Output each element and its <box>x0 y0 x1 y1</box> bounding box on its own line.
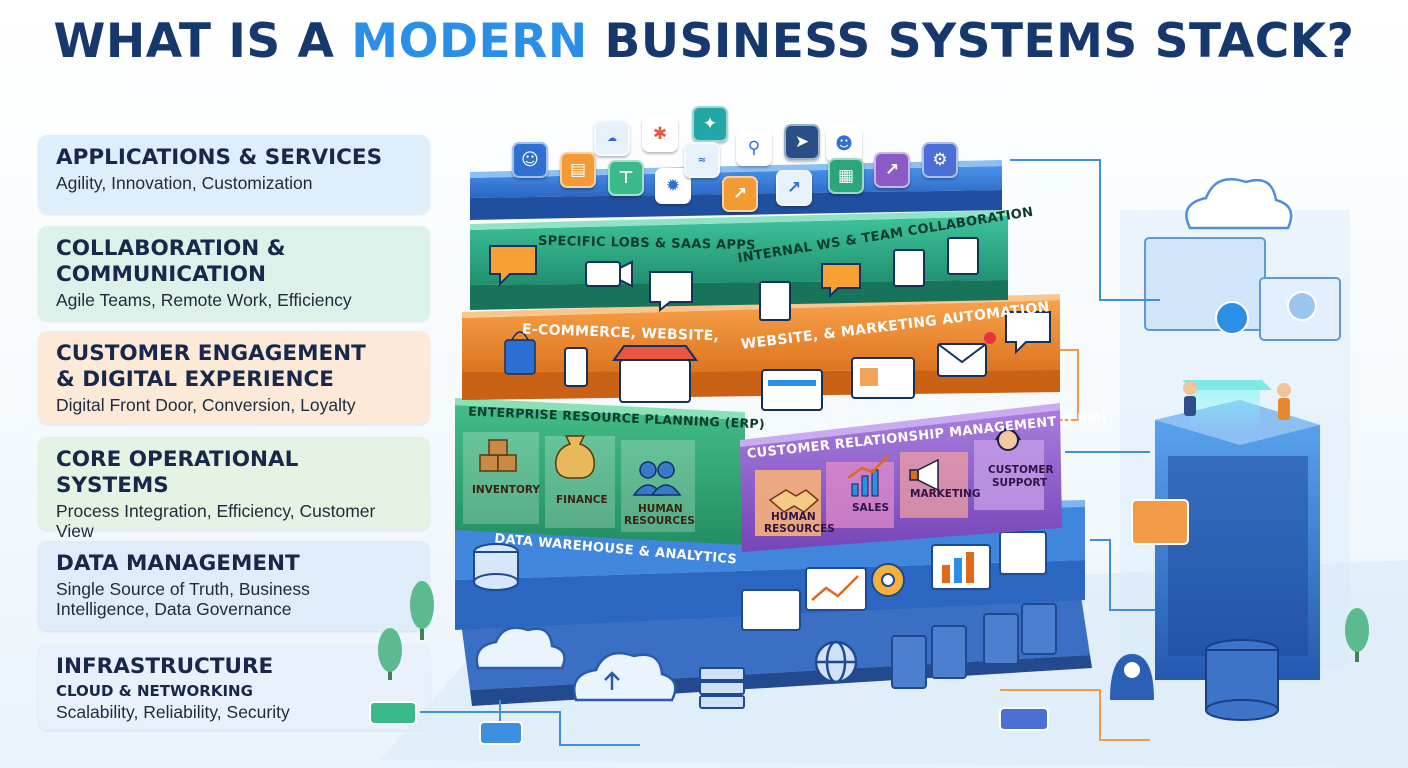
panel-data-management: DATA MANAGEMENT Single Source of Truth, … <box>38 541 430 631</box>
video-camera-icon <box>585 260 633 288</box>
panel-heading: CORE OPERATIONAL <box>56 447 299 472</box>
cloud-icon <box>1185 178 1293 230</box>
sales-chart-icon <box>847 455 889 497</box>
panel-heading: APPLICATIONS & SERVICES <box>56 145 383 170</box>
gear-icon: ⚙ <box>922 142 958 178</box>
salesforce-icon: ☁ <box>594 120 630 156</box>
chat-bubble-icon <box>1005 311 1051 355</box>
cloud-icon <box>475 626 566 670</box>
tree-icon <box>378 581 1369 680</box>
tower-glow <box>1182 380 1272 430</box>
boxes-icon <box>479 439 517 472</box>
panel-description: Process Integration, Efficiency, Custome… <box>56 501 376 541</box>
network-icon: ✦ <box>692 106 728 142</box>
megaphone-icon <box>909 458 939 492</box>
panel-heading-line-2: COMMUNICATION <box>56 262 266 287</box>
notification-dot <box>984 332 996 344</box>
wave-icon: ≈ <box>684 142 720 178</box>
chat-icon <box>489 245 537 287</box>
crm-cell-marketing: MARKETING <box>910 488 981 500</box>
support-icon: ⚲ <box>736 130 772 166</box>
person-icon <box>1183 381 1291 420</box>
gear-icon <box>871 563 905 597</box>
crm-cell-customer: CUSTOMER <box>988 464 1054 476</box>
website-icon <box>761 357 915 411</box>
panel-heading-line-2: SYSTEMS <box>56 473 169 498</box>
panel-customer-engagement: CUSTOMER ENGAGEMENT & DIGITAL EXPERIENCE… <box>38 331 430 424</box>
megaphone-icon: ➤ <box>784 124 820 160</box>
tool-icon: ⊤ <box>608 160 644 196</box>
panel-applications-services: APPLICATIONS & SERVICES Agility, Innovat… <box>38 135 430 214</box>
erp-cell-inventory: INVENTORY <box>472 484 540 496</box>
crm-cell-human: HUMAN <box>771 511 816 523</box>
panel-description: Agility, Innovation, Customization <box>56 173 313 193</box>
network-node-icon <box>369 701 1049 745</box>
mobile-icon <box>564 347 588 387</box>
headset-icon <box>995 428 1021 451</box>
handshake-icon <box>768 489 820 513</box>
team-icon: ☻ <box>826 126 862 162</box>
erp-cell-finance: FINANCE <box>556 494 608 506</box>
title-part-1: WHAT IS A <box>53 14 352 69</box>
panel-heading: CUSTOMER ENGAGEMENT <box>56 341 366 366</box>
document-icon <box>759 237 979 321</box>
panel-description-line-2: Intelligence, Data Governance <box>56 599 292 619</box>
panel-heading: INFRASTRUCTURE <box>56 654 274 679</box>
people-icon <box>632 461 682 496</box>
chat-bubbles-icon <box>821 263 861 299</box>
globe-icon <box>814 640 858 684</box>
panel-heading: DATA MANAGEMENT <box>56 551 300 576</box>
message-icon <box>649 271 693 313</box>
panel-heading: COLLABORATION & <box>56 236 286 261</box>
user-node-icon <box>1215 291 1317 335</box>
panel-description: Agile Teams, Remote Work, Efficiency <box>56 290 352 310</box>
server-tower-icon <box>891 603 1057 689</box>
envelope-icon <box>937 343 987 377</box>
users-icon: ☺ <box>512 142 548 178</box>
panel-description-line-1: Single Source of Truth, Business <box>56 579 310 599</box>
user-pin-icon <box>1110 654 1154 700</box>
growth-chart-icon: ↗ <box>874 152 910 188</box>
calendar-icon: ▦ <box>828 158 864 194</box>
trend-icon: ↗ <box>776 170 812 206</box>
panel-core-operational-systems: CORE OPERATIONAL SYSTEMS Process Integra… <box>38 437 430 541</box>
chart-icon: ▤ <box>560 152 596 188</box>
analytics-dashboard-icon <box>741 531 1047 631</box>
title-part-2: BUSINESS SYSTEMS STACK? <box>587 14 1355 69</box>
erp-layer <box>455 398 745 545</box>
crm-cell-support: SUPPORT <box>992 477 1048 489</box>
crm-layer <box>740 403 1062 552</box>
panel-description: Scalability, Reliability, Security <box>56 702 290 722</box>
data-tower <box>1155 400 1320 680</box>
crm-cell-resources: RESOURCES <box>764 523 835 535</box>
panel-description: Digital Front Door, Conversion, Loyalty <box>56 395 356 415</box>
money-bag-icon <box>555 435 595 479</box>
page-title: WHAT IS A MODERN BUSINESS SYSTEMS STACK? <box>0 14 1408 69</box>
chart-up-icon: ↗ <box>722 176 758 212</box>
erp-cell-resources: RESOURCES <box>624 515 695 527</box>
panel-heading-line-2: & DIGITAL EXPERIENCE <box>56 367 334 392</box>
database-icon <box>473 543 519 591</box>
user-chat-icon <box>1131 499 1189 545</box>
shopping-bag-icon <box>504 331 536 375</box>
cloud-upload-icon <box>573 651 677 702</box>
database-icon <box>1205 639 1279 721</box>
storefront-icon <box>612 345 698 403</box>
server-rack-icon <box>699 667 745 709</box>
panel-collaboration-communication: COLLABORATION & COMMUNICATION Agile Team… <box>38 226 430 321</box>
panel-infrastructure: INFRASTRUCTURE CLOUD & NETWORKING Scalab… <box>38 644 430 730</box>
crm-cell-sales: SALES <box>852 502 890 514</box>
erp-cell-human: HUMAN <box>638 503 683 515</box>
panel-subheading: CLOUD & NETWORKING <box>56 682 253 700</box>
title-accent-word: MODERN <box>351 14 588 69</box>
asterisk-icon: ✱ <box>642 116 678 152</box>
